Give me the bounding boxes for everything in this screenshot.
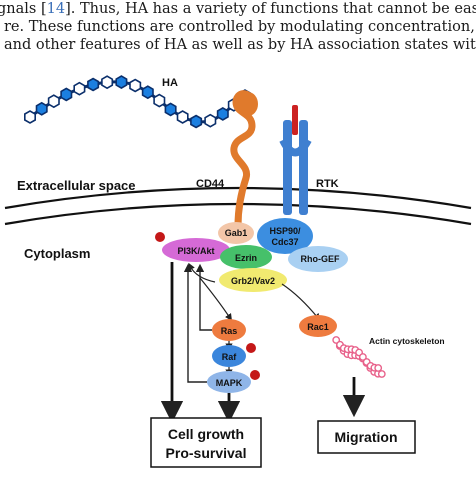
- membrane-outer: [4, 186, 472, 210]
- ha-bead: [216, 106, 229, 121]
- gab1-node: [218, 222, 254, 244]
- raf-label: Raf: [222, 352, 238, 362]
- ha-label: HA: [162, 77, 178, 89]
- arrow-to-pi3k: [188, 262, 216, 283]
- ha-bead: [164, 102, 177, 117]
- ha-chain-beads: [23, 75, 251, 129]
- cd44-receptor: [230, 90, 256, 230]
- cd44-label: CD44: [196, 178, 225, 190]
- text-line-1: gnals [14]. Thus, HA has a variety of fu…: [0, 1, 476, 17]
- pro-survival-label: Pro-survival: [166, 445, 247, 461]
- rtk-right-arm: [299, 120, 308, 215]
- ha-bead: [35, 101, 48, 116]
- cell-growth-box: [150, 417, 262, 468]
- actin-label: Actin cytoskeleton: [369, 336, 445, 346]
- pi3k-phospho-dot: [155, 232, 165, 242]
- actin-bead: [377, 370, 386, 378]
- ha-bead: [190, 114, 203, 129]
- mapk-node: [207, 371, 251, 393]
- ha-bead: [176, 110, 189, 124]
- grb2-node: [219, 268, 287, 292]
- mapk-label: MAPK: [216, 378, 243, 388]
- hsp90-label-2: Cdc37: [271, 237, 298, 247]
- migration-label: Migration: [335, 429, 398, 445]
- citation-link[interactable]: 14: [46, 1, 66, 17]
- ezrin-label: Ezrin: [235, 253, 257, 263]
- mapk-phospho-dot: [250, 370, 260, 380]
- pi3k-label: PI3K/Akt: [177, 246, 214, 256]
- arrow-mapk-to-pi3k: [183, 263, 207, 383]
- gab1-label: Gab1: [225, 228, 248, 238]
- ha-bead: [129, 78, 142, 93]
- raf-phospho-dot: [246, 343, 256, 353]
- rtk-cup: [279, 138, 312, 157]
- body-text-paragraph: gnals [14]. Thus, HA has a variety of fu…: [0, 0, 476, 54]
- arrow-ras-to-pi3k: [195, 263, 212, 331]
- migration-box: [317, 420, 416, 454]
- arrow-to-rac1: [281, 283, 321, 321]
- hsp90-node: [257, 218, 313, 254]
- actin-bead: [358, 353, 367, 361]
- raf-node: [212, 345, 246, 367]
- rtk-ligand: [292, 105, 298, 135]
- text-line-3: and other features of HA as well as by H…: [4, 37, 476, 53]
- ras-label: Ras: [221, 326, 238, 336]
- rtk-label: RTK: [316, 178, 339, 190]
- ha-bead: [141, 85, 154, 100]
- arrow-to-ras: [199, 277, 232, 321]
- actin-bead: [374, 364, 383, 372]
- ha-bead: [115, 75, 128, 90]
- ras-node: [212, 319, 246, 341]
- pi3k-node: [162, 238, 230, 262]
- rhogef-node: [288, 246, 348, 272]
- ha-bead: [204, 113, 217, 128]
- extracellular-label: Extracellular space: [17, 178, 136, 193]
- rac1-node: [299, 315, 337, 337]
- rac1-label: Rac1: [307, 322, 329, 332]
- ha-bead: [87, 77, 100, 92]
- ha-bead: [23, 110, 37, 124]
- rhogef-label: Rho-GEF: [301, 254, 340, 264]
- signaling-figure: HA Extracellular space Cytoplasm CD44 RT…: [0, 60, 476, 473]
- cytoplasm-label: Cytoplasm: [24, 246, 90, 261]
- text-line-2: re. These functions are controlled by mo…: [4, 19, 476, 35]
- cell-growth-label: Cell growth: [168, 426, 244, 442]
- hsp90-label-1: HSP90/: [269, 226, 301, 236]
- ha-bead: [47, 94, 60, 109]
- grb2-label: Grb2/Vav2: [231, 276, 275, 286]
- signaling-diagram: HA Extracellular space Cytoplasm CD44 RT…: [4, 75, 472, 468]
- ezrin-node: [220, 245, 272, 269]
- rtk-left-arm: [283, 120, 292, 215]
- ha-bead: [60, 87, 73, 102]
- ha-bead: [101, 75, 114, 90]
- ha-bead: [153, 93, 166, 108]
- actin-filament: [332, 336, 386, 378]
- cd44-head: [238, 92, 258, 116]
- ha-bead: [73, 81, 86, 96]
